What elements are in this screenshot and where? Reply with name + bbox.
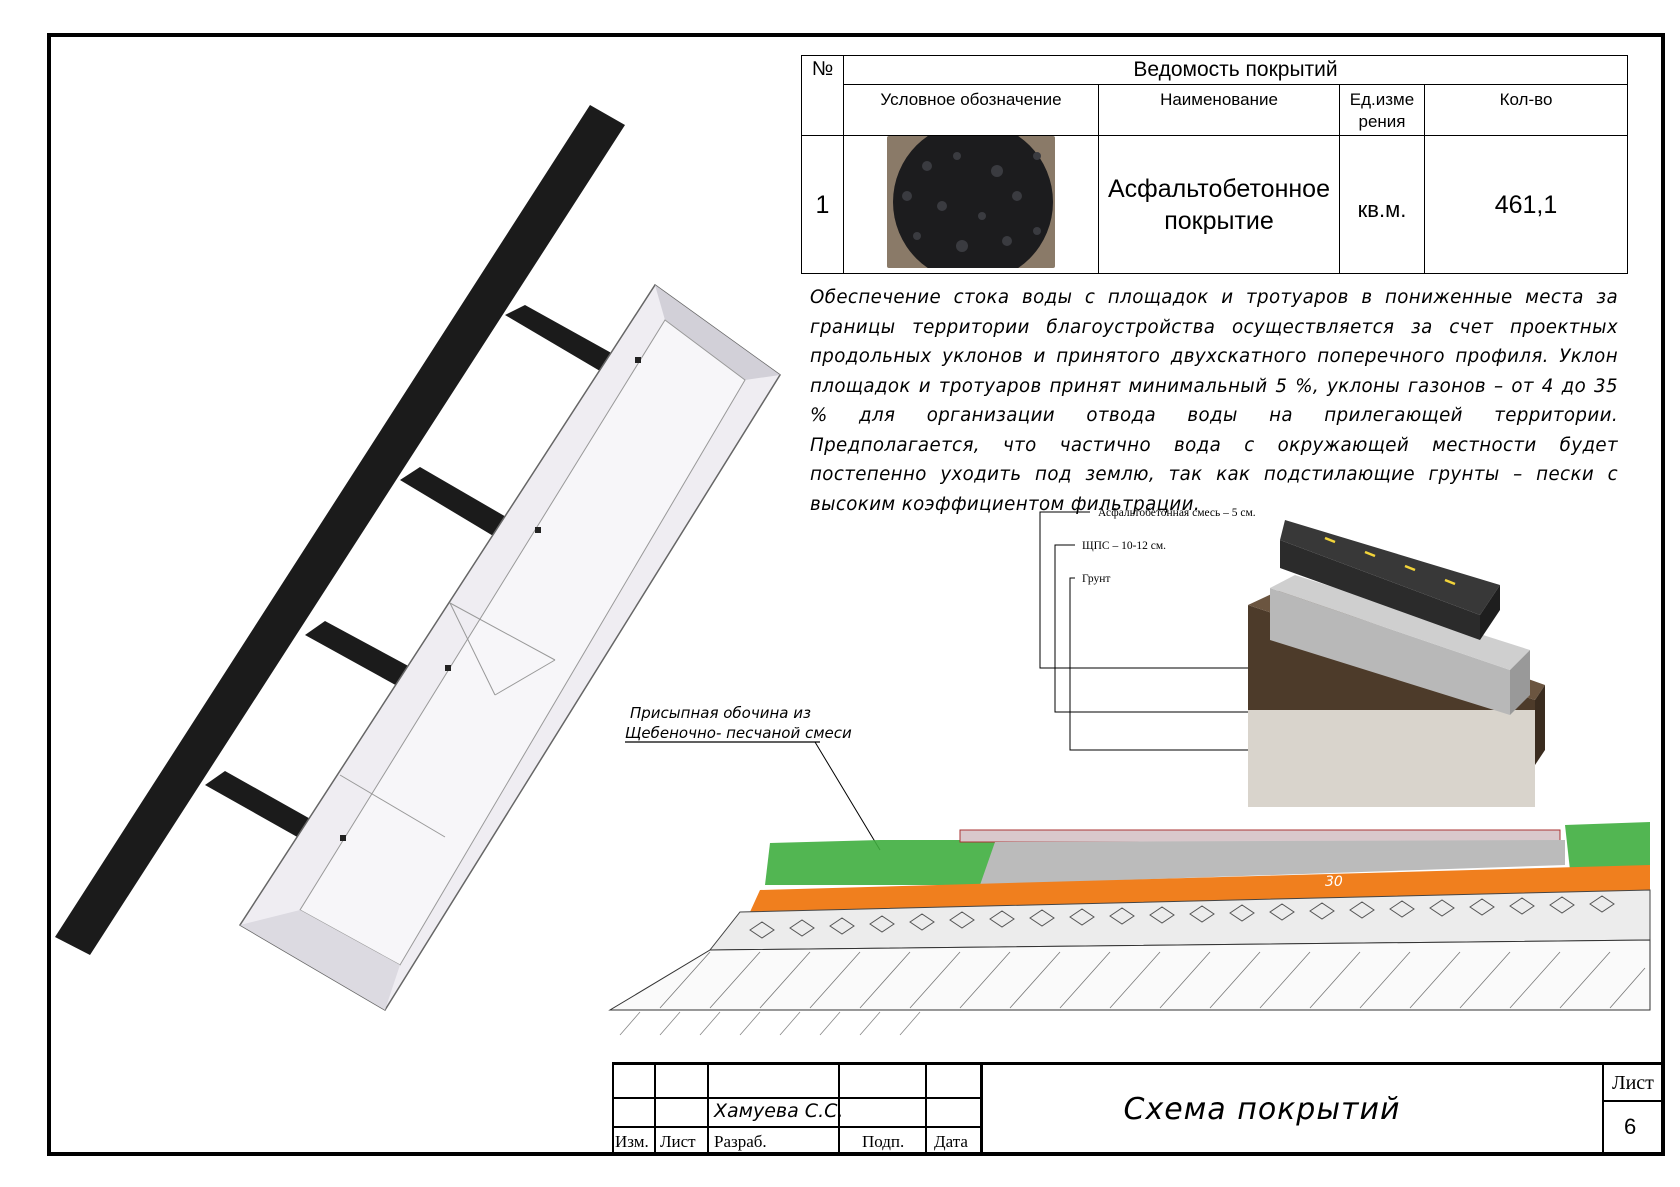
pavement-layers-diagram: Асфальтобетонная смесь – 5 см. ЩПС – 10-… bbox=[1039, 507, 1545, 807]
table-title: Ведомость покрытий bbox=[842, 55, 1629, 85]
unit-header-line1: Ед.изме bbox=[1349, 90, 1415, 109]
path-connector-4 bbox=[205, 771, 330, 847]
layer-mark: 30 bbox=[1325, 874, 1343, 890]
row-name-line1: Асфальтобетонное bbox=[1108, 174, 1330, 203]
data-label: Дата bbox=[934, 1132, 968, 1151]
sand-layer bbox=[750, 865, 1650, 912]
road-cross-section: Присыпная обочина из Щебеночно- песчаной… bbox=[608, 704, 1651, 1036]
developer-name: Хамуева С.С. bbox=[714, 1100, 844, 1122]
col-name-header: Наименование bbox=[1098, 84, 1340, 136]
grass-shoulder-left bbox=[765, 840, 1010, 885]
list-label: Лист bbox=[660, 1132, 696, 1151]
crushed-stone-base bbox=[980, 840, 1565, 885]
leader-line-shps bbox=[1054, 544, 1350, 713]
row-quantity: 461,1 bbox=[1423, 135, 1629, 274]
subgrade-layer bbox=[608, 939, 1651, 1011]
site-plan bbox=[55, 105, 782, 1012]
asphalt-layer bbox=[1280, 520, 1500, 640]
title-block: Хамуева С.С. Изм. Лист Разраб. Подп. Дат… bbox=[612, 1062, 1665, 1156]
drawing-title: Схема покрытий bbox=[1123, 1091, 1401, 1127]
leader-line-asphalt bbox=[1039, 511, 1370, 669]
asphalt-pavement bbox=[959, 829, 1561, 843]
coverage-table: № Ведомость покрытий Условное обозначени… bbox=[801, 55, 1629, 282]
drainage-description: Обеспечение стока воды с площадок и трот… bbox=[810, 287, 1618, 515]
row-name: Асфальтобетонное покрытие bbox=[1098, 135, 1340, 274]
label-asphalt: Асфальтобетонная смесь – 5 см. bbox=[1098, 507, 1256, 519]
podp-label: Подп. bbox=[862, 1132, 905, 1151]
path-connector-1 bbox=[505, 305, 615, 371]
shoulder-leader-line bbox=[800, 741, 881, 851]
gravel-layer bbox=[1270, 575, 1530, 715]
path-connector-2 bbox=[400, 467, 520, 543]
table-row: 1 Асфальтобетонное покрытие кв.м. 461,1 bbox=[801, 122, 1629, 282]
razrab-label: Разраб. bbox=[714, 1132, 767, 1151]
row-symbol bbox=[843, 122, 1099, 282]
leader-line-ground bbox=[1069, 577, 1350, 751]
grass-shoulder-right bbox=[1565, 822, 1650, 870]
shoulder-label-line1: Присыпная обочина из bbox=[630, 704, 811, 722]
asphalt-sample-image bbox=[887, 122, 1055, 282]
row-unit: кв.м. bbox=[1339, 135, 1425, 274]
col-unit-header: Ед.изме рения bbox=[1339, 84, 1425, 136]
shoulder-label-line2: Щебеночно- песчаной смеси bbox=[625, 724, 852, 742]
sheet-number: 6 bbox=[1624, 1114, 1637, 1139]
road-strip bbox=[55, 105, 625, 955]
col-number-header: № bbox=[801, 55, 844, 136]
rubble-texture bbox=[749, 895, 1615, 939]
path-connector-3 bbox=[305, 621, 425, 693]
col-quantity-header: Кол-во bbox=[1423, 84, 1629, 136]
building-roof bbox=[238, 283, 782, 1012]
unit-header-line2: рения bbox=[1358, 112, 1406, 131]
col-symbol-header: Условное обозначение bbox=[843, 84, 1099, 136]
row-name-line2: покрытие bbox=[1164, 206, 1274, 235]
izm-label: Изм. bbox=[615, 1132, 649, 1151]
subgrade-hatch bbox=[659, 951, 1646, 1009]
label-ground: Грунт bbox=[1082, 573, 1110, 585]
sheet-label: Лист bbox=[1612, 1072, 1654, 1094]
drawing-sheet-frame bbox=[47, 33, 1665, 1156]
row-number: 1 bbox=[801, 135, 844, 274]
ground-hatch bbox=[619, 1011, 921, 1036]
label-shps: ЩПС – 10-12 см. bbox=[1082, 540, 1166, 552]
